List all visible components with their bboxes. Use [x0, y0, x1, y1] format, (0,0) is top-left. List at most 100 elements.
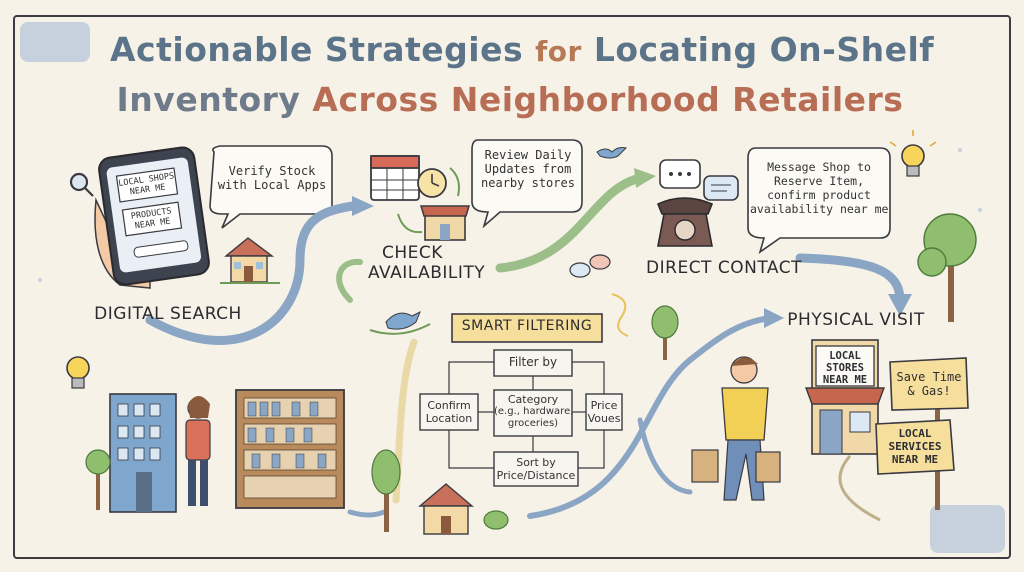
bubble-line: Review Daily — [484, 148, 572, 162]
bubble-line: availability near me — [750, 202, 889, 216]
box-filter-by — [493, 349, 573, 377]
sign-line: STORES — [826, 362, 864, 374]
woman-with-phone — [185, 396, 211, 506]
step-smart-filtering: SMART FILTERING — [461, 318, 593, 334]
sort-by-label: Sort by Price/Distance — [494, 456, 578, 482]
step-direct-contact: DIRECT CONTACT — [646, 258, 802, 278]
store-shelf — [235, 389, 345, 509]
title-part-c: Locating On-Shelf — [593, 30, 935, 69]
title-part-across: Across Neighborhood Retailers — [312, 80, 904, 119]
arrow-shelf-to-house — [347, 509, 387, 518]
lightbulb-icon — [889, 130, 937, 177]
arrow-to-filter — [336, 258, 363, 303]
cycle-arrow — [397, 213, 423, 234]
step-line: AVAILABILITY — [368, 263, 486, 283]
arrow-contact-to-visit — [795, 253, 905, 305]
step-check-availability: CHECK AVAILABILITY — [368, 243, 508, 283]
filter-by-label: Filter by — [508, 355, 558, 369]
phone-searchbar — [133, 240, 189, 258]
sign-line: Save Time — [896, 370, 962, 384]
category-label: Category (e.g., hardware, groceries) — [494, 393, 574, 430]
signpost — [875, 357, 969, 510]
verify-stock-text: Verify Stock with Local Apps — [214, 164, 330, 192]
telephone-icon — [656, 197, 714, 247]
title-part-inventory: Inventory — [116, 80, 301, 119]
sign-line: & Gas! — [907, 384, 951, 398]
title-line-2: Inventory Across Neighborhood Retailers — [110, 80, 910, 119]
walking-man — [691, 356, 781, 501]
store-icon — [419, 205, 471, 241]
bubble-line: Updates from — [484, 162, 572, 176]
arrowhead — [764, 308, 784, 328]
box-line: Price/Distance — [496, 469, 576, 482]
arrow-filter-to-visit — [527, 315, 773, 519]
price-values-label: Price Voues — [586, 399, 622, 425]
path-road — [838, 455, 881, 522]
paint-splatter — [20, 22, 1005, 553]
bubble-review-daily — [471, 139, 583, 229]
box-line: (e.g., hardware, — [494, 406, 574, 417]
office-building — [109, 393, 177, 513]
chat-icon — [659, 159, 739, 201]
sign-local-stores-board — [815, 345, 875, 387]
box-line: Confirm — [427, 399, 471, 412]
box-line: Sort by — [516, 456, 556, 469]
lightbulb-icon — [66, 356, 90, 389]
clock-icon — [417, 168, 447, 198]
bubble-line: Reserve Item, — [773, 174, 864, 188]
sign-line: SERVICES — [888, 440, 942, 453]
title-part-for: for — [535, 35, 582, 68]
phone-tag-box-1 — [115, 167, 179, 203]
arrowhead — [888, 294, 912, 316]
box-line: Category — [507, 393, 559, 406]
step-line: CHECK — [382, 243, 443, 263]
step-digital-search: DIGITAL SEARCH — [94, 304, 242, 324]
sign-line: LOCAL — [829, 350, 861, 362]
bird-icon — [596, 147, 627, 159]
tree-icon — [85, 449, 111, 510]
bush — [483, 510, 509, 530]
magnifier-icon — [69, 172, 94, 197]
arrow-search-to-check — [145, 200, 365, 345]
bubble-line: Verify Stock — [228, 164, 316, 178]
bird-icon — [385, 310, 421, 330]
box-line: Price — [590, 399, 618, 412]
box-line: Voues — [587, 412, 621, 425]
chat-icon — [569, 254, 611, 278]
frame — [13, 15, 1011, 559]
step-physical-visit: PHYSICAL VISIT — [787, 310, 925, 330]
swirl — [611, 293, 629, 337]
cycle-arrow — [449, 167, 460, 197]
bubble-line: confirm product — [767, 188, 871, 202]
review-daily-text: Review Daily Updates from nearby stores — [474, 148, 582, 190]
box-sort-by — [493, 451, 579, 487]
sign-local-stores: LOCAL STORES NEAR ME — [816, 350, 874, 386]
branch — [369, 323, 431, 335]
house-icon — [224, 237, 275, 283]
sign-local-services: LOCAL SERVICES NEAR ME — [878, 427, 952, 466]
calendar-icon — [370, 155, 420, 201]
house-icon — [418, 483, 474, 535]
box-line: groceries) — [507, 418, 559, 429]
arrowhead — [634, 168, 656, 188]
bubble-line: with Local Apps — [217, 178, 327, 192]
sign-save-time: Save Time & Gas! — [892, 370, 966, 398]
tree-icon — [917, 213, 977, 322]
box-line: Location — [425, 412, 473, 425]
phone-tag-box-2 — [121, 201, 183, 237]
bubble-message-shop — [747, 147, 891, 254]
flow-connectors — [448, 361, 605, 469]
confirm-location-label: Confirm Location — [420, 399, 478, 425]
bubble-line: Message Shop to — [767, 160, 871, 174]
tree-icon — [371, 449, 401, 532]
sign-line: NEAR ME — [822, 374, 868, 386]
arrow-curve — [637, 417, 693, 495]
bubble-line: nearby stores — [481, 176, 575, 190]
message-shop-text: Message Shop to Reserve Item, confirm pr… — [750, 160, 888, 216]
arrow-check-to-contact — [495, 173, 645, 273]
sign-line: LOCAL — [898, 427, 932, 440]
tree-icon — [651, 305, 679, 360]
smart-filtering-tag — [451, 313, 603, 343]
